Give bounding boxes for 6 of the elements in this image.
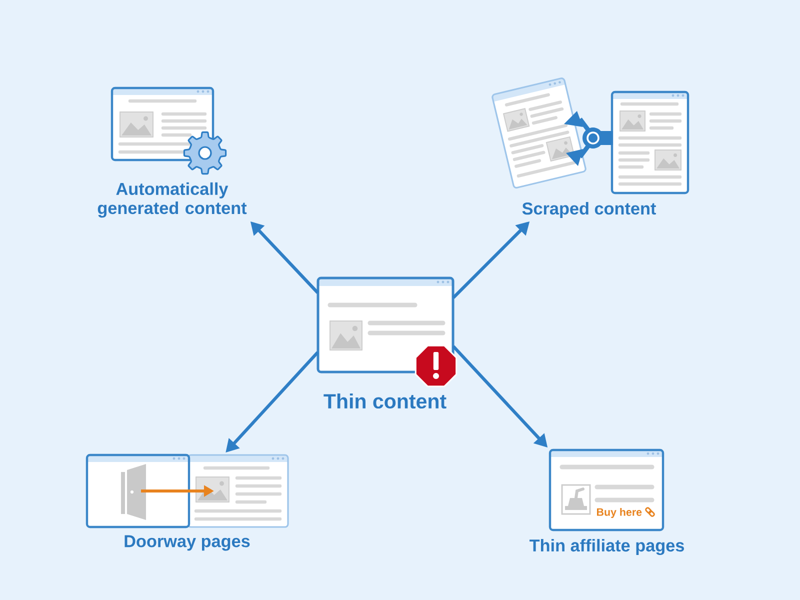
node-label: Thin affiliate pages: [530, 538, 684, 556]
node-label: Automatically generated content: [98, 182, 247, 218]
node-label: Scraped content: [522, 202, 656, 218]
node-label: Thin content: [324, 393, 446, 409]
link-text: Buy here: [597, 508, 642, 518]
node-label: Doorway pages: [124, 535, 250, 551]
